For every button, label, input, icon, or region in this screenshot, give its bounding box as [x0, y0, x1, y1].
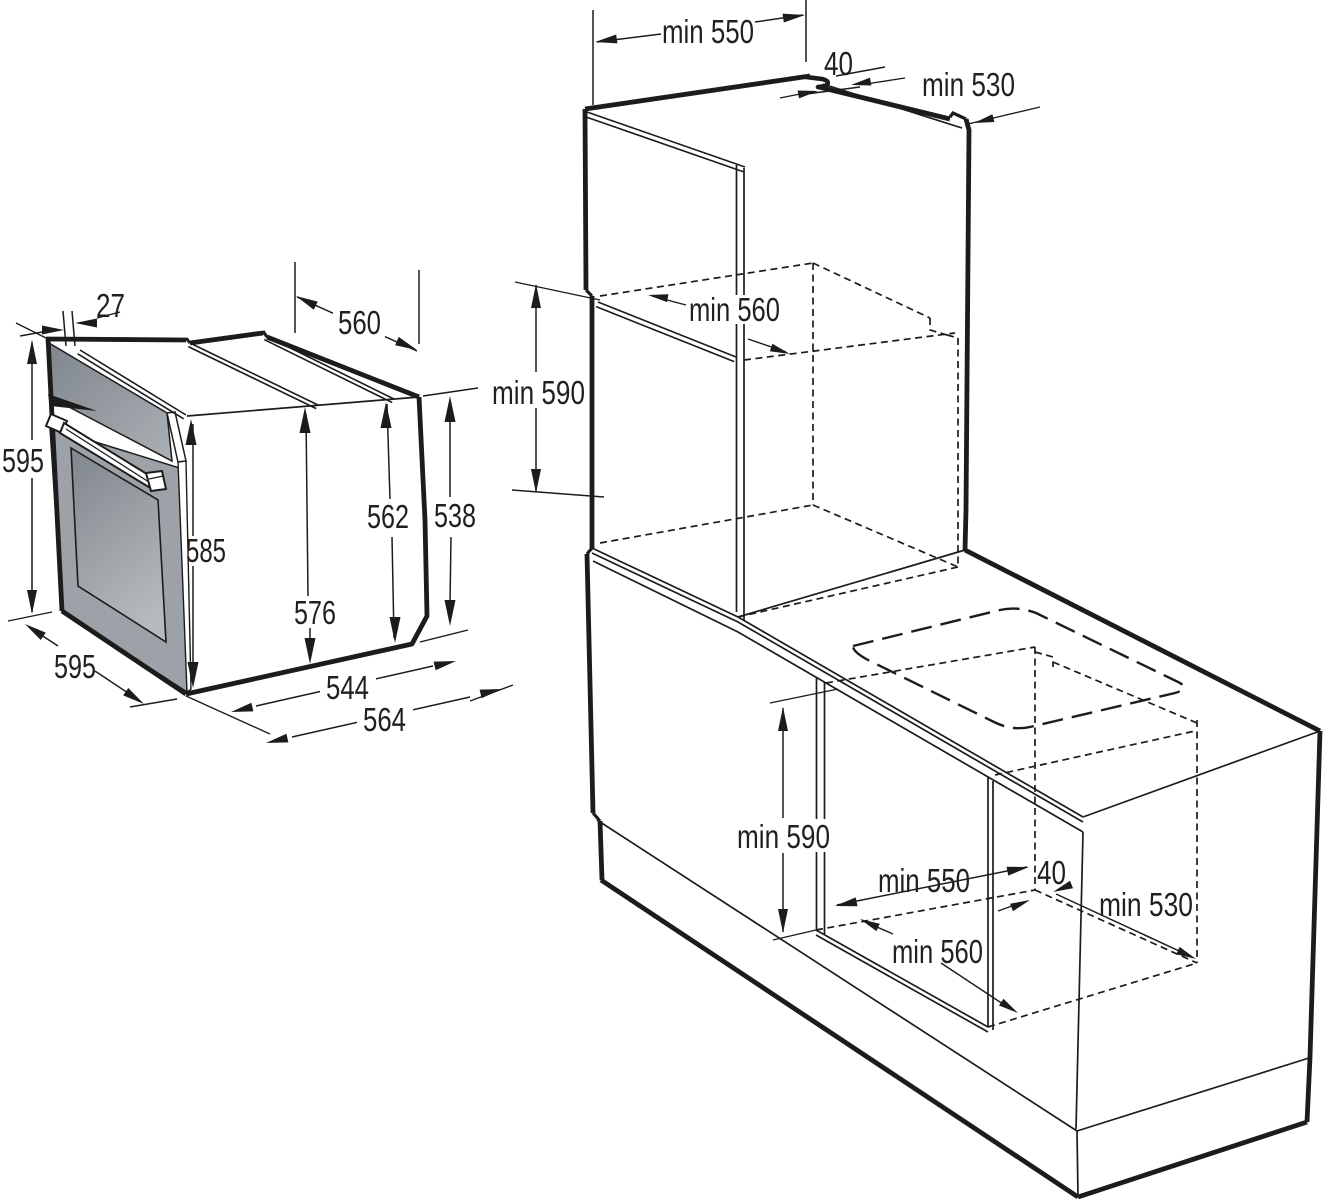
- svg-text:538: 538: [434, 497, 476, 534]
- svg-text:40: 40: [824, 45, 853, 82]
- svg-text:min 550: min 550: [662, 13, 754, 50]
- svg-text:585: 585: [186, 532, 226, 569]
- svg-text:560: 560: [338, 304, 381, 341]
- svg-text:min 590: min 590: [492, 374, 585, 411]
- svg-text:562: 562: [367, 498, 409, 535]
- svg-text:min 590: min 590: [737, 818, 830, 855]
- svg-text:595: 595: [2, 442, 44, 479]
- svg-text:min 530: min 530: [1099, 886, 1193, 923]
- svg-text:576: 576: [294, 594, 336, 631]
- svg-text:27: 27: [96, 287, 125, 324]
- svg-text:544: 544: [326, 669, 369, 706]
- svg-text:min 560: min 560: [689, 291, 780, 328]
- svg-text:595: 595: [54, 648, 96, 685]
- svg-text:564: 564: [363, 701, 406, 738]
- svg-text:min 560: min 560: [892, 933, 983, 970]
- svg-text:40: 40: [1037, 854, 1066, 891]
- svg-text:min 530: min 530: [922, 66, 1015, 103]
- svg-text:min 550: min 550: [878, 862, 970, 899]
